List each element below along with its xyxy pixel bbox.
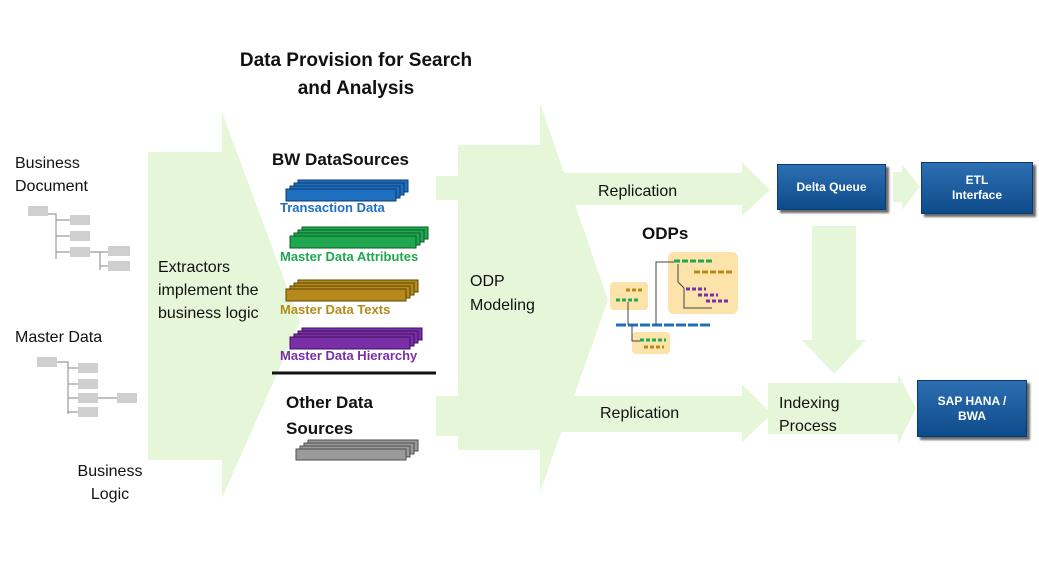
master-data-tree (57, 361, 117, 414)
transaction-data-stack (285, 179, 409, 202)
delta-to-etl-arrow (893, 164, 920, 210)
odps-heading: ODPs (642, 224, 689, 243)
bottom-connector-band (436, 396, 458, 436)
replication-top-arrow (540, 162, 770, 216)
transaction-data-label: Transaction Data (280, 200, 385, 215)
indexing-arrow (768, 374, 916, 444)
other-data-sources-heading: Other Data Sources (286, 393, 373, 438)
replication-bottom-label: Replication (600, 405, 680, 422)
etl-interface-label: ETL Interface (951, 173, 1003, 202)
down-arrow (802, 226, 866, 374)
extractors-arrow (148, 112, 300, 498)
master-data-label: Master Data (15, 329, 103, 346)
business-document-label: Business Document (15, 155, 88, 195)
extractors-label: Extractors implement the business logic (158, 259, 259, 322)
indexing-process-label: Indexing Process (779, 395, 840, 435)
master-data-attributes-stack (289, 226, 429, 249)
master-data-nodes (37, 357, 137, 417)
master-data-hierarchy-label: Master Data Hierarchy (280, 348, 418, 363)
business-logic-label: Business Logic (77, 463, 143, 503)
master-data-attributes-label: Master Data Attributes (280, 249, 419, 264)
sap-hana-bwa-box: SAP HANA / BWA (917, 380, 1027, 437)
master-data-texts-stack (285, 279, 419, 302)
bw-datasources-heading: BW DataSources (272, 150, 409, 169)
sap-hana-bwa-label: SAP HANA / BWA (937, 393, 1007, 423)
page-title: Data Provision for Search and Analysis (239, 50, 473, 99)
replication-bottom-arrow (540, 384, 772, 442)
odp-modeling-label: ODP Modeling (470, 273, 535, 314)
delta-queue-label: Delta Queue (796, 179, 867, 194)
other-sources-stack (295, 439, 419, 461)
odps-graphic (610, 252, 738, 354)
master-data-texts-label: Master Data Texts (280, 302, 391, 317)
master-data-hierarchy-stack (289, 327, 423, 350)
business-document-nodes (28, 206, 130, 271)
top-connector-band (436, 176, 458, 200)
etl-interface-box: ETL Interface (921, 162, 1033, 214)
replication-top-label: Replication (598, 183, 678, 200)
delta-queue-box: Delta Queue (777, 164, 886, 210)
business-document-tree (46, 213, 108, 270)
